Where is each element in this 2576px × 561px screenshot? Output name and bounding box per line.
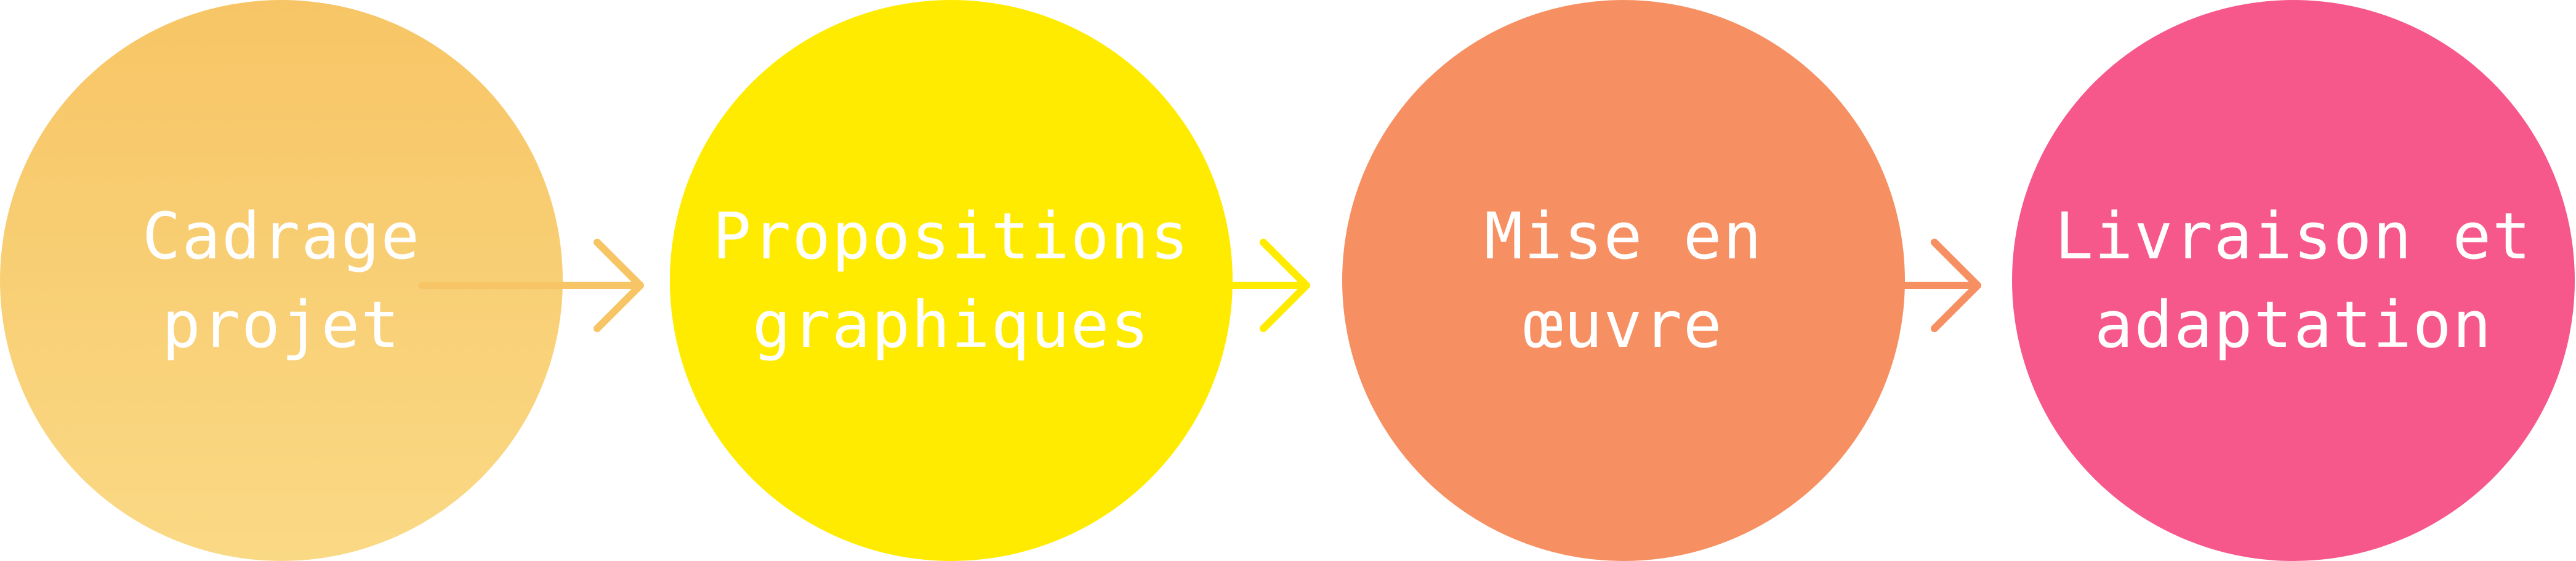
step-label: Propositions graphiques (711, 192, 1191, 369)
step-label-line: Livraison et (2055, 199, 2532, 274)
step-label: Livraison et adaptation (2053, 192, 2534, 369)
step-label-line: graphiques (752, 287, 1151, 362)
arrow-right-icon (1229, 239, 1310, 332)
step-label-line: Cadrage (142, 199, 421, 274)
step-mise-en-oeuvre: Mise en œuvre (1342, 0, 1905, 561)
step-propositions-graphiques: Propositions graphiques (670, 0, 1233, 561)
step-livraison-et-adaptation: Livraison et adaptation (2012, 0, 2575, 561)
step-label: Mise en œuvre (1383, 192, 1864, 369)
step-cadrage-projet: Cadrage projet (0, 0, 563, 561)
step-label-line: Propositions (712, 199, 1190, 274)
arrow-right-icon (1900, 239, 1981, 332)
step-label-line: œuvre (1524, 287, 1723, 362)
step-label-line: adaptation (2094, 287, 2493, 362)
step-label-line: Mise en (1484, 199, 1763, 274)
step-label: Cadrage projet (41, 192, 521, 369)
step-label-line: projet (162, 287, 401, 362)
